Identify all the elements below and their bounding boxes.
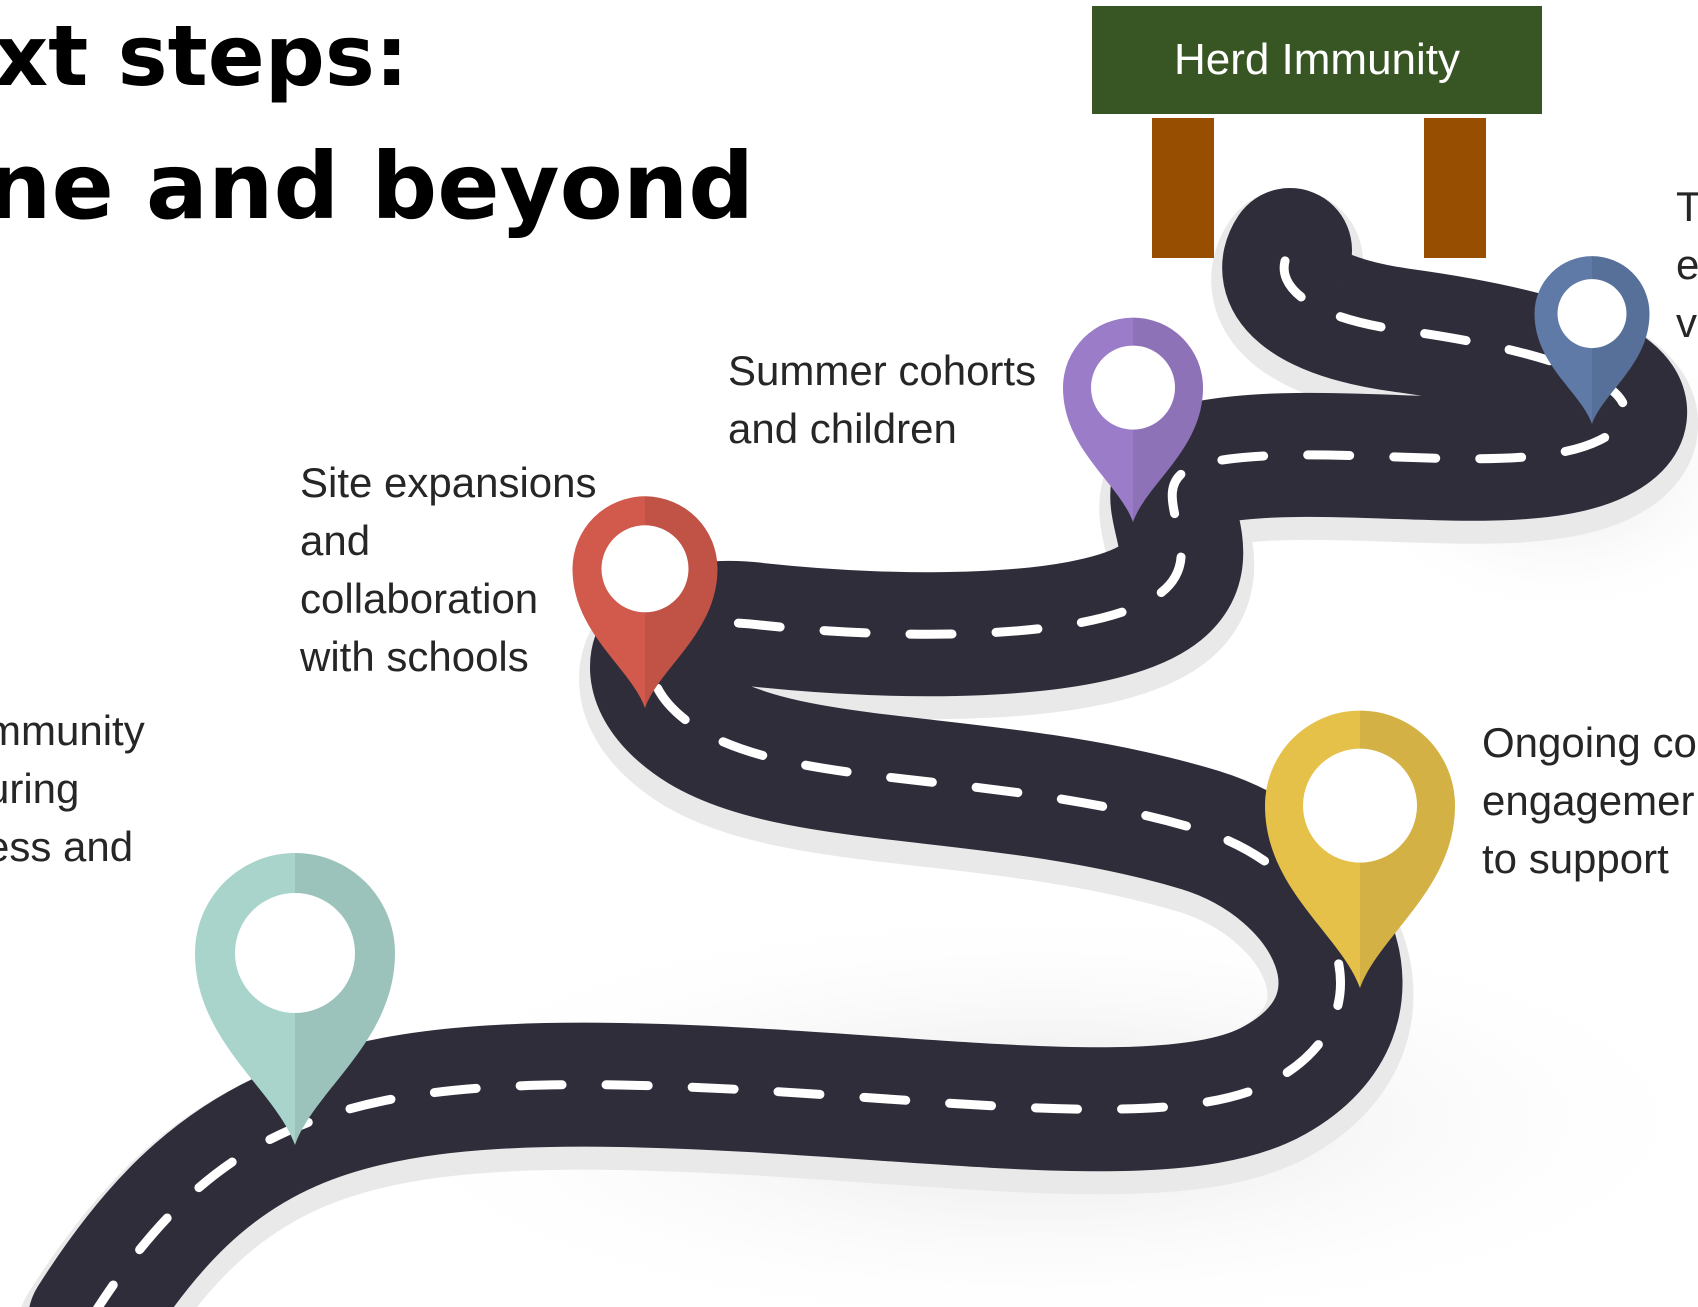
slide-title-line-1: xt steps: [0, 7, 409, 105]
milestone-line: Ongoing co [1482, 719, 1697, 766]
milestone-line: Site expansions [300, 459, 597, 506]
milestone-line: to support [1482, 835, 1669, 882]
sign-post-right [1424, 118, 1486, 258]
sign-post-left [1152, 118, 1214, 258]
map-pin-schools-icon [572, 496, 718, 708]
map-pin-top-icon [1534, 256, 1650, 424]
herd-immunity-sign-label: Herd Immunity [1173, 35, 1461, 84]
milestone-line: Ta [1676, 183, 1698, 230]
milestone-line: with schools [300, 633, 529, 680]
milestone-line: engagemer [1482, 777, 1695, 824]
milestone-line: va [1676, 299, 1698, 346]
milestone-summer-label: Summer cohorts and children [728, 342, 1036, 458]
milestone-line: and children [728, 405, 957, 452]
road-lane-markings [93, 245, 1630, 1307]
milestone-ongoing-label: Ongoing co engagemer to support [1482, 714, 1697, 888]
milestone-line: collaboration [300, 575, 539, 622]
milestone-line: uring [0, 765, 80, 812]
milestone-line: e [1676, 241, 1698, 288]
herd-immunity-sign: Herd Immunity [1092, 6, 1542, 114]
milestone-line: and [300, 517, 371, 564]
milestone-line: mmunity [0, 707, 145, 754]
map-pin-ongoing-icon [1265, 710, 1455, 988]
slide-title-line-2: ne and beyond [0, 133, 755, 240]
milestone-schools-label: Site expansions and collaboration with s… [300, 454, 597, 686]
milestone-top-label: Ta e va [1676, 178, 1698, 352]
map-pin-community-icon [195, 853, 395, 1145]
map-pin-summer-icon [1063, 317, 1203, 522]
milestone-community-label: mmunity uring ess and [0, 702, 145, 876]
milestone-line: ess and [0, 823, 134, 870]
milestone-line: Summer cohorts [728, 347, 1037, 394]
